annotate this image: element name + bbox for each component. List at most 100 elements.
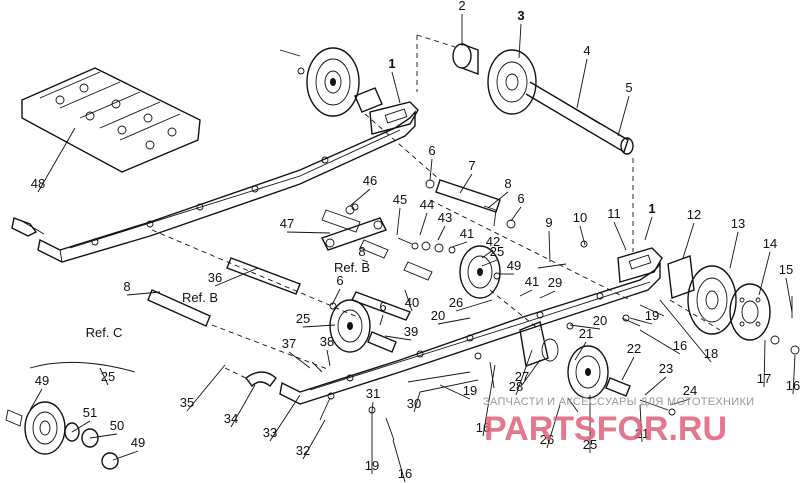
leader-c31	[371, 401, 374, 413]
callout-c28: 28	[509, 379, 523, 394]
leader-c16a	[639, 329, 681, 355]
ref-label-refc: Ref. C	[86, 325, 123, 340]
callout-c49b: 49	[35, 373, 49, 388]
leader-c4	[576, 58, 588, 109]
callout-c43: 43	[438, 210, 452, 225]
callout-c30: 30	[407, 396, 421, 411]
leader-c35	[186, 364, 226, 412]
leader-c46	[349, 188, 371, 207]
leader-c32	[302, 419, 326, 460]
callout-c45: 45	[393, 192, 407, 207]
leader-c41b	[519, 289, 533, 297]
callout-c41a: 41	[460, 226, 474, 241]
callout-c38: 38	[320, 334, 334, 349]
callout-c15: 15	[779, 262, 793, 277]
rear-axle-assembly	[452, 43, 634, 155]
leader-c50	[89, 433, 118, 439]
callout-c8b: 8	[358, 244, 365, 259]
explosion-guide-lines	[151, 34, 721, 393]
wheel-25-lower	[329, 299, 397, 353]
callout-c4: 4	[583, 43, 590, 58]
watermark-caption: ЗАПЧАСТИ И АКСЕССУАРЫ ДЛЯ МОТОТЕХНИКИ	[483, 396, 754, 408]
leader-c39	[384, 335, 412, 341]
callout-c18: 18	[704, 346, 718, 361]
callout-c26a: 26	[449, 295, 463, 310]
bolt-stack-41-45	[397, 179, 516, 254]
leader-c21a	[574, 341, 587, 361]
leader-c6c	[331, 288, 341, 306]
leader-c16c	[482, 364, 496, 437]
idler-wheel-upper-left	[279, 47, 383, 117]
bracket-34	[245, 371, 277, 388]
leader-c48	[37, 127, 76, 193]
callout-c47: 47	[280, 216, 294, 231]
leader-c19a	[629, 317, 653, 325]
callout-c19c: 19	[365, 458, 379, 473]
callout-c24: 24	[683, 383, 697, 398]
leader-c25a	[481, 259, 498, 267]
callout-c16b: 16	[786, 378, 800, 393]
callout-c8c: 8	[123, 279, 130, 294]
leader-c5	[617, 95, 630, 137]
cross-shafts	[147, 179, 501, 327]
callout-c9: 9	[545, 215, 552, 230]
link-plate-47	[321, 205, 389, 259]
leader-c14	[758, 251, 771, 296]
callout-c14: 14	[763, 236, 777, 251]
watermark: ЗАПЧАСТИ И АКСЕССУАРЫ ДЛЯ МОТОТЕХНИКИ PA…	[483, 396, 754, 448]
callout-c34: 34	[224, 411, 238, 426]
leader-c24	[669, 398, 691, 406]
callout-c44: 44	[420, 197, 434, 212]
upper-slide-rail	[37, 101, 419, 263]
callout-c35: 35	[180, 395, 194, 410]
callout-c19b: 19	[463, 383, 477, 398]
rail-tip-left	[11, 217, 45, 237]
leader-c30	[413, 391, 421, 413]
callout-c6b: 6	[517, 191, 524, 206]
wheel-25-middle	[459, 245, 501, 299]
callout-c19a: 19	[645, 308, 659, 323]
callout-c27: 27	[515, 369, 529, 384]
callout-c13: 13	[731, 216, 745, 231]
callout-c25a: 25	[490, 244, 504, 259]
watermark-logo: PARTSFOR.RU	[484, 410, 727, 448]
leader-c49b	[29, 388, 43, 411]
leader-c29	[539, 290, 556, 299]
leader-c10	[579, 225, 586, 246]
leader-c23	[644, 376, 667, 396]
callout-c39: 39	[404, 324, 418, 339]
leader-c8b	[361, 259, 369, 263]
callout-c11: 11	[607, 206, 621, 221]
callout-c6a: 6	[428, 143, 435, 158]
leader-c26b	[546, 404, 561, 449]
leader-c20b	[569, 324, 601, 330]
callout-c12: 12	[687, 207, 701, 222]
leader-c36	[214, 267, 259, 287]
leader-c7	[459, 173, 473, 194]
leader-c11	[613, 221, 627, 251]
callout-c20b: 20	[593, 313, 607, 328]
leader-c37	[288, 351, 311, 369]
callout-c41b: 41	[525, 274, 539, 289]
leader-c9	[548, 230, 551, 263]
leader-c33	[269, 394, 301, 442]
leader-c26a	[455, 299, 493, 312]
callout-c7: 7	[468, 158, 475, 173]
leader-c40	[404, 289, 413, 312]
callout-c10: 10	[573, 210, 587, 225]
leader-c42	[481, 249, 494, 259]
leader-c18	[659, 299, 712, 363]
ref-label-refb1: Ref. B	[334, 260, 370, 275]
callout-c16d: 16	[398, 466, 412, 481]
callout-c31: 31	[366, 386, 380, 401]
leader-c1a	[391, 71, 401, 104]
callout-c33: 33	[263, 425, 277, 440]
leader-c6b	[510, 206, 522, 222]
callout-c21b: 21	[635, 426, 649, 441]
leader-c45	[396, 207, 401, 236]
callout-c46: 46	[363, 173, 377, 188]
wheel-kit-25	[5, 361, 136, 470]
callout-c6c: 6	[336, 273, 343, 288]
wear-strip-48	[21, 67, 201, 173]
